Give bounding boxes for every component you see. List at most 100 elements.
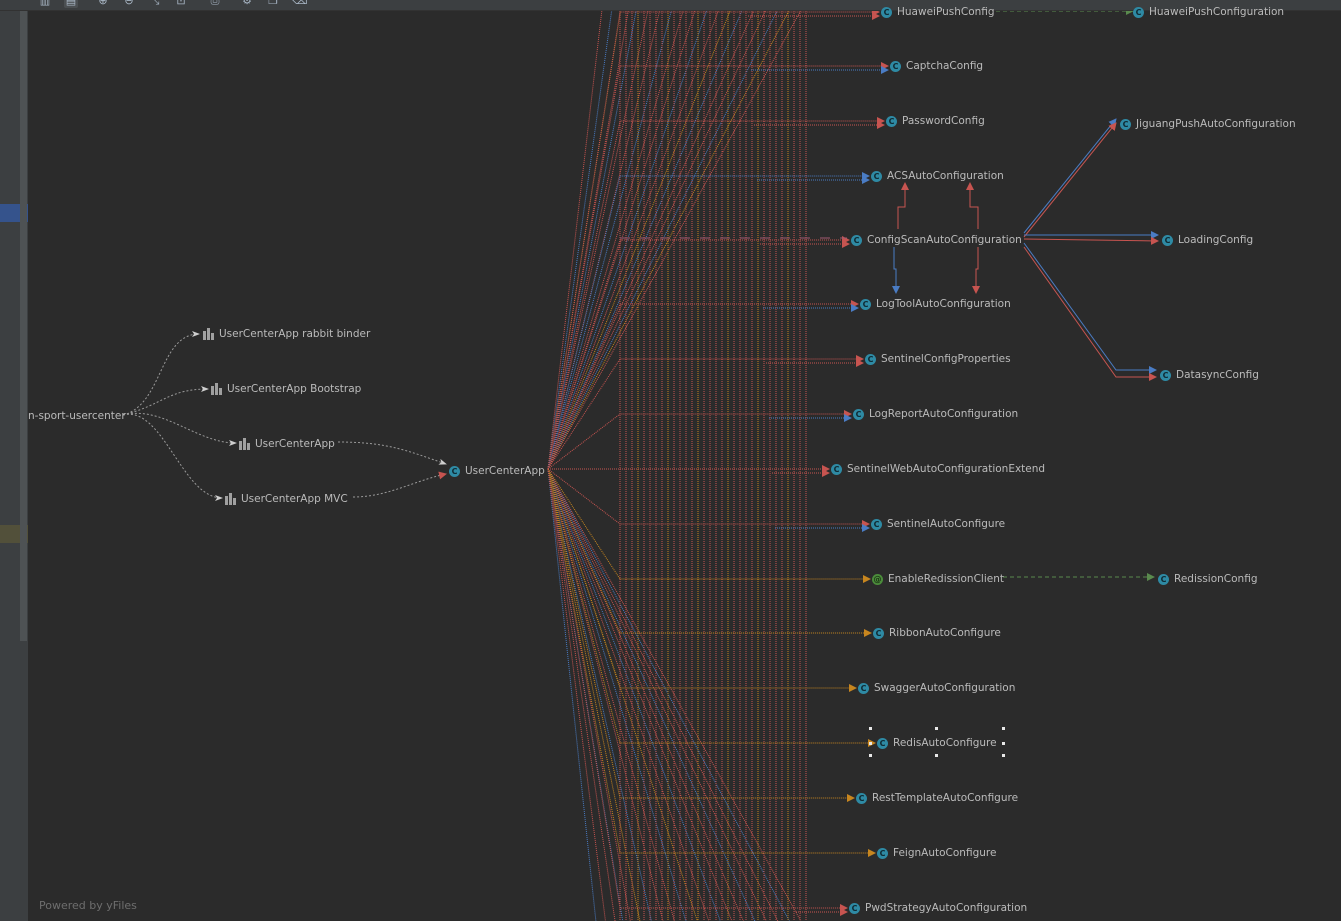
- dependency-edge: [122, 386, 209, 416]
- dependency-edge: [547, 410, 852, 470]
- class-icon: C: [449, 465, 460, 477]
- dependency-edges: [122, 11, 1159, 921]
- dependency-edge: [1023, 246, 1157, 381]
- class-node[interactable]: C ConfigScanAutoConfiguration: [851, 233, 1022, 247]
- root-module-node[interactable]: n-sport-usercenter: [28, 409, 126, 423]
- selection-handle[interactable]: [935, 727, 938, 730]
- module-node[interactable]: UserCenterApp Bootstrap: [211, 382, 361, 396]
- dependency-edge: [547, 468, 744, 921]
- selection-handle[interactable]: [935, 754, 938, 757]
- actual-size-icon[interactable]: ⤡: [150, 0, 160, 7]
- layout-icon[interactable]: ▥: [39, 0, 51, 7]
- class-node[interactable]: C LogToolAutoConfiguration: [860, 297, 1011, 311]
- dependency-edge: [1023, 122, 1117, 238]
- dependency-edge: [547, 468, 606, 921]
- class-label: PasswordConfig: [902, 115, 985, 127]
- zoom-in-icon[interactable]: ⊕: [98, 0, 108, 7]
- dependency-edge: [1023, 118, 1117, 234]
- dependency-edge: [547, 62, 889, 470]
- dependency-edge: [1023, 242, 1157, 374]
- class-node[interactable]: C PasswordConfig: [886, 114, 985, 128]
- main-class-node[interactable]: C UserCenterApp: [449, 464, 545, 478]
- export-icon[interactable]: ⊡: [176, 0, 186, 7]
- module-label: UserCenterApp MVC: [241, 493, 348, 505]
- fit-icon[interactable]: ▤: [64, 0, 78, 8]
- class-label: SentinelAutoConfigure: [887, 518, 1006, 530]
- annotation-icon: @: [872, 573, 883, 585]
- dependency-edge: [1023, 236, 1159, 245]
- delete-icon[interactable]: ⌫: [292, 0, 308, 7]
- module-node[interactable]: UserCenterApp rabbit binder: [203, 327, 370, 341]
- dependency-edge: [547, 11, 755, 470]
- selection-handle[interactable]: [869, 754, 872, 757]
- class-label: ACSAutoConfiguration: [887, 170, 1004, 182]
- diagram-toolbar: ▥ ▤ ⊕ ⊖ ⤡ ⊡ ⎙ ⚙ ❐ ⌫: [0, 0, 1341, 11]
- class-icon: C: [851, 234, 862, 246]
- dependency-edge: [547, 11, 719, 470]
- module-icon: [239, 438, 251, 450]
- dependency-edge: [547, 468, 876, 747]
- dependency-edge: [547, 11, 743, 470]
- selection-handle[interactable]: [1002, 727, 1005, 730]
- copy-icon[interactable]: ❐: [268, 0, 278, 7]
- class-label: HuaweiPushConfiguration: [1149, 6, 1285, 18]
- class-icon: C: [860, 298, 871, 310]
- dependency-edge: [547, 11, 778, 470]
- settings-icon[interactable]: ⚙: [242, 0, 252, 7]
- class-node[interactable]: C RibbonAutoConfigure: [873, 626, 1001, 640]
- vertical-scrollbar[interactable]: [20, 11, 27, 641]
- zoom-out-icon[interactable]: ⊖: [124, 0, 134, 7]
- class-icon: C: [849, 902, 860, 914]
- class-label: FeignAutoConfigure: [893, 847, 997, 859]
- dependency-edge: [547, 11, 766, 470]
- class-label: RibbonAutoConfigure: [889, 627, 1001, 639]
- diagram-canvas[interactable]: n-sport-usercenter UserCenterApp rabbit …: [28, 6, 1341, 921]
- dependency-edge: [547, 468, 675, 921]
- class-label: ConfigScanAutoConfiguration: [867, 234, 1022, 246]
- selection-handle[interactable]: [869, 727, 872, 730]
- module-node[interactable]: UserCenterApp: [239, 437, 335, 451]
- dependency-edge: [547, 468, 597, 921]
- class-label: LogToolAutoConfiguration: [876, 298, 1011, 310]
- selection-handle[interactable]: [1002, 742, 1005, 745]
- dependency-edge: [352, 471, 447, 498]
- dependency-edge: [547, 300, 859, 470]
- dependency-edge: [547, 11, 684, 470]
- module-node[interactable]: UserCenterApp MVC: [225, 492, 348, 506]
- selection-handle[interactable]: [1002, 754, 1005, 757]
- powered-by-label: Powered by yFiles: [39, 899, 137, 912]
- dependency-edge: [122, 413, 223, 501]
- class-node[interactable]: @EnableRedissionClient: [872, 572, 1004, 586]
- class-label: RedissionConfig: [1174, 573, 1258, 585]
- module-label: UserCenterApp Bootstrap: [227, 383, 362, 395]
- dependency-edge: [547, 468, 631, 921]
- class-icon: C: [1162, 234, 1173, 246]
- class-icon: C: [890, 60, 901, 72]
- dependency-edge: [547, 11, 613, 470]
- class-icon: C: [873, 627, 884, 639]
- class-node[interactable]: C HuaweiPushConfiguration: [1133, 5, 1284, 19]
- dependency-edge: [892, 247, 900, 294]
- class-icon: C: [886, 115, 897, 127]
- print-icon[interactable]: ⎙: [210, 0, 220, 7]
- dependency-edge: [547, 468, 871, 583]
- selection-handle[interactable]: [869, 742, 872, 745]
- class-icon: C: [1133, 6, 1144, 18]
- class-icon: C: [1160, 369, 1171, 381]
